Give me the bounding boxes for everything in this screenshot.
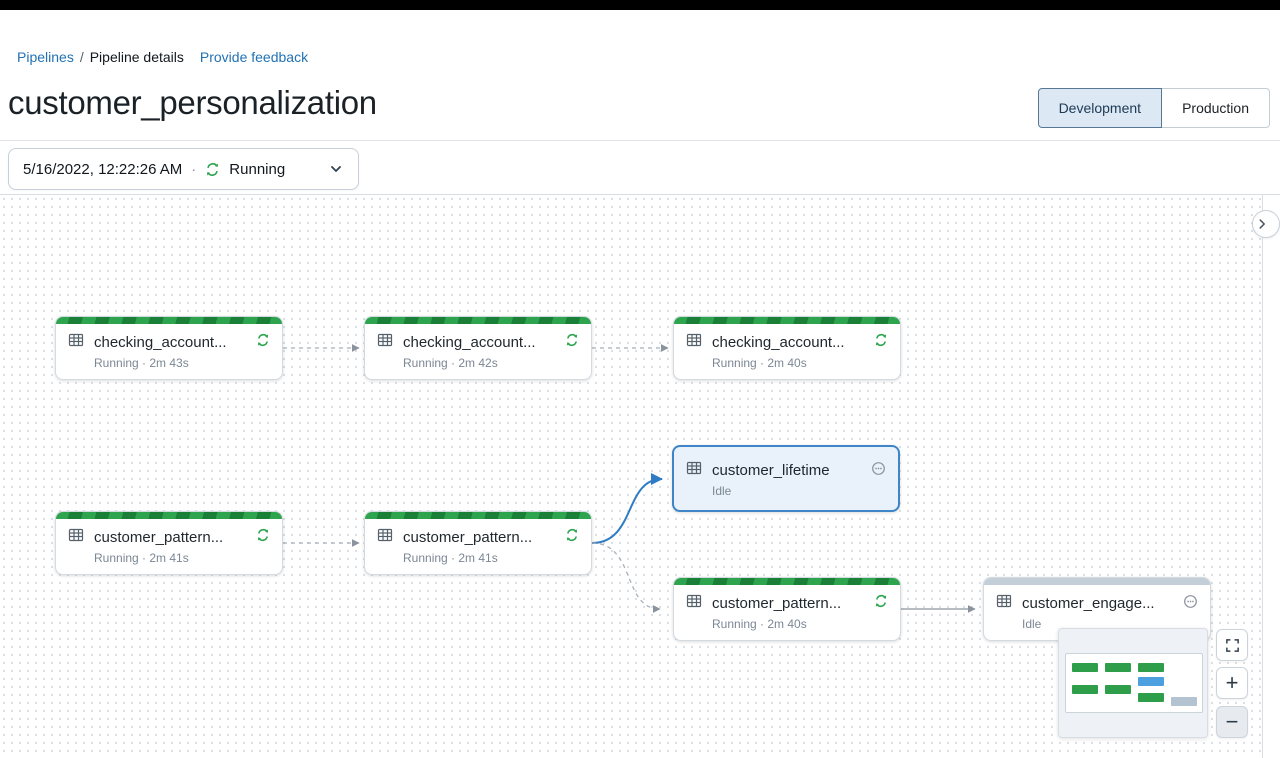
minimap-node-blue — [1138, 677, 1164, 686]
node-status: Running · 2m 42s — [403, 356, 498, 370]
node-title: customer_lifetime — [712, 462, 830, 479]
minimap-node-green — [1105, 663, 1131, 672]
refresh-icon — [256, 528, 270, 547]
top-black-bar — [0, 0, 1280, 10]
minimap-node-green — [1072, 663, 1098, 672]
node-status: Running · 2m 41s — [403, 551, 498, 565]
pending-icon — [1183, 594, 1198, 614]
chevron-down-icon — [328, 161, 344, 177]
provide-feedback-link[interactable]: Provide feedback — [199, 49, 309, 65]
chevron-right-icon — [1255, 217, 1269, 231]
zoom-in-button[interactable]: + — [1216, 667, 1248, 699]
node-title: customer_engage... — [1022, 595, 1155, 612]
table-icon — [377, 332, 393, 353]
right-panel-collapsed — [1262, 195, 1280, 758]
dag-node-customer-pattern-1[interactable]: customer_pattern... Running · 2m 41s — [55, 511, 283, 575]
header-divider — [0, 140, 1280, 141]
fit-to-screen-icon — [1225, 638, 1240, 653]
table-icon — [68, 332, 84, 353]
idle-progress-bar — [984, 578, 1210, 585]
node-status: Running · 2m 43s — [94, 356, 189, 370]
refresh-icon — [874, 333, 888, 352]
breadcrumb-current: Pipeline details — [89, 49, 184, 65]
zoom-out-button[interactable]: − — [1216, 706, 1248, 738]
table-icon — [686, 460, 702, 481]
minimap-node-green — [1138, 693, 1164, 702]
dot-separator: · — [191, 160, 197, 178]
dag-minimap[interactable] — [1058, 628, 1208, 738]
pipeline-dag-canvas[interactable]: checking_account... Running · 2m 43s che… — [0, 195, 1262, 758]
dag-node-customer-pattern-3[interactable]: customer_pattern... Running · 2m 40s — [673, 577, 901, 641]
refresh-icon — [256, 333, 270, 352]
node-status: Running · 2m 41s — [94, 551, 189, 565]
node-title: checking_account... — [403, 334, 536, 351]
plus-icon: + — [1225, 670, 1239, 695]
node-status: Idle — [1022, 617, 1042, 631]
breadcrumb: Pipelines / Pipeline details Provide fee… — [17, 49, 308, 65]
running-progress-bar — [56, 317, 282, 324]
minimap-node-gray — [1171, 697, 1197, 706]
minimap-node-green — [1072, 685, 1098, 694]
dag-node-customer-pattern-2[interactable]: customer_pattern... Running · 2m 41s — [364, 511, 592, 575]
fit-to-screen-button[interactable] — [1216, 629, 1248, 661]
pending-icon — [871, 461, 886, 481]
minus-icon: − — [1225, 709, 1239, 734]
table-icon — [68, 527, 84, 548]
node-title: customer_pattern... — [94, 529, 224, 546]
table-icon — [377, 527, 393, 548]
running-progress-bar — [674, 578, 900, 585]
dag-node-checking-account-3[interactable]: checking_account... Running · 2m 40s — [673, 316, 901, 380]
running-progress-bar — [56, 512, 282, 519]
minimap-node-green — [1105, 685, 1131, 694]
refresh-icon — [565, 528, 579, 547]
development-button[interactable]: Development — [1037, 88, 1163, 128]
running-progress-bar — [365, 317, 591, 324]
run-status: Running — [229, 160, 286, 178]
breadcrumb-pipelines-link[interactable]: Pipelines — [17, 49, 74, 65]
run-selector-dropdown[interactable]: 5/16/2022, 12:22:26 AM · Running — [8, 148, 359, 190]
table-icon — [686, 332, 702, 353]
table-icon — [686, 593, 702, 614]
dag-node-customer-lifetime[interactable]: customer_lifetime Idle — [672, 445, 900, 512]
run-timestamp: 5/16/2022, 12:22:26 AM — [23, 160, 183, 178]
table-icon — [996, 593, 1012, 614]
refresh-icon — [874, 594, 888, 613]
node-status: Running · 2m 40s — [712, 356, 807, 370]
canvas-divider — [0, 194, 1280, 195]
environment-toggle: Development Production — [1037, 88, 1270, 128]
node-title: customer_pattern... — [403, 529, 533, 546]
dag-node-checking-account-2[interactable]: checking_account... Running · 2m 42s — [364, 316, 592, 380]
node-status: Running · 2m 40s — [712, 617, 807, 631]
node-title: checking_account... — [712, 334, 845, 351]
refresh-icon — [565, 333, 579, 352]
node-status: Idle — [712, 484, 732, 498]
breadcrumb-separator: / — [79, 49, 84, 65]
node-title: customer_pattern... — [712, 595, 842, 612]
refresh-icon — [205, 162, 220, 177]
running-progress-bar — [365, 512, 591, 519]
expand-panel-button[interactable] — [1252, 210, 1280, 238]
running-progress-bar — [674, 317, 900, 324]
production-button[interactable]: Production — [1162, 88, 1270, 128]
node-title: checking_account... — [94, 334, 227, 351]
page-title: customer_personalization — [8, 84, 377, 121]
dag-node-checking-account-1[interactable]: checking_account... Running · 2m 43s — [55, 316, 283, 380]
minimap-node-green — [1138, 663, 1164, 672]
dag-edges — [283, 344, 976, 613]
